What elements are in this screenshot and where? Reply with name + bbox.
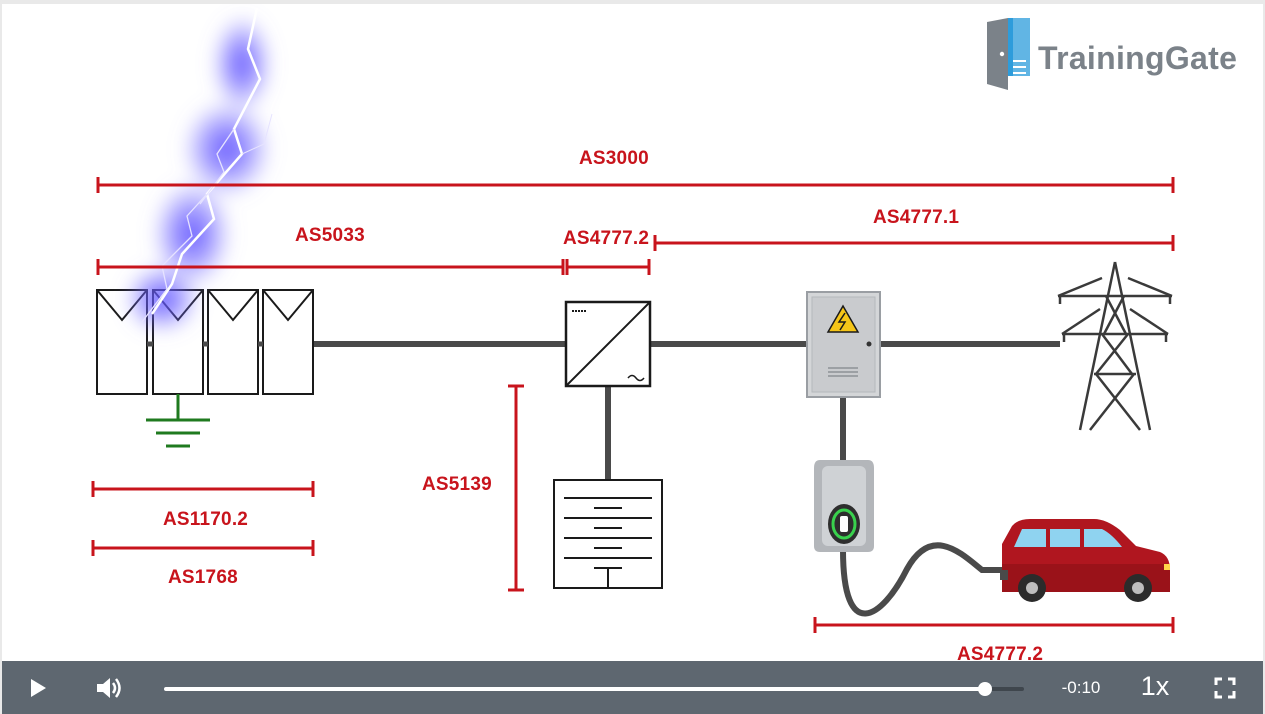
progress-fill: [164, 687, 986, 691]
label-as4777-2-bottom: AS4777.2: [957, 644, 1044, 665]
standards-diagram: [91, 7, 1175, 633]
standard-brackets: [91, 177, 1175, 633]
label-as5033: AS5033: [295, 225, 365, 246]
earth-ground-icon: [146, 394, 210, 448]
progress-handle[interactable]: [978, 682, 993, 696]
electric-car-icon: [1000, 519, 1170, 602]
volume-icon: [97, 678, 121, 698]
brand-name: TrainingGate: [1038, 40, 1238, 76]
label-as1768: AS1768: [168, 567, 238, 588]
battery-storage: [553, 479, 663, 589]
switchboard: [806, 291, 881, 398]
inverter: [564, 300, 652, 388]
fullscreen-icon: [1214, 677, 1236, 699]
fullscreen-button[interactable]: [1212, 675, 1238, 701]
time-remaining: -0:10: [1061, 678, 1101, 697]
lightning-bolt-icon: [124, 7, 273, 334]
label-as5139: AS5139: [422, 474, 492, 495]
video-frame[interactable]: TrainingGate AS3000 AS5033 AS4777.2 AS47…: [2, 4, 1263, 665]
transmission-tower-icon: [1057, 261, 1173, 431]
ev-charger: [814, 460, 874, 552]
label-as4777-2-top: AS4777.2: [563, 228, 650, 249]
volume-button[interactable]: [92, 672, 126, 704]
label-as3000: AS3000: [579, 148, 649, 169]
player-control-bar: -0:10 1x: [2, 661, 1263, 714]
video-player: TrainingGate AS3000 AS5033 AS4777.2 AS47…: [2, 4, 1263, 714]
label-as4777-1: AS4777.1: [873, 207, 960, 228]
label-as1170-2: AS1170.2: [163, 509, 249, 530]
wiring: [313, 341, 1060, 617]
play-icon: [31, 679, 46, 697]
playback-speed-button[interactable]: 1x: [1140, 671, 1170, 701]
progress-bar[interactable]: [164, 682, 1024, 696]
trainingate-logo-icon: [987, 18, 1030, 90]
play-button[interactable]: [22, 672, 54, 704]
